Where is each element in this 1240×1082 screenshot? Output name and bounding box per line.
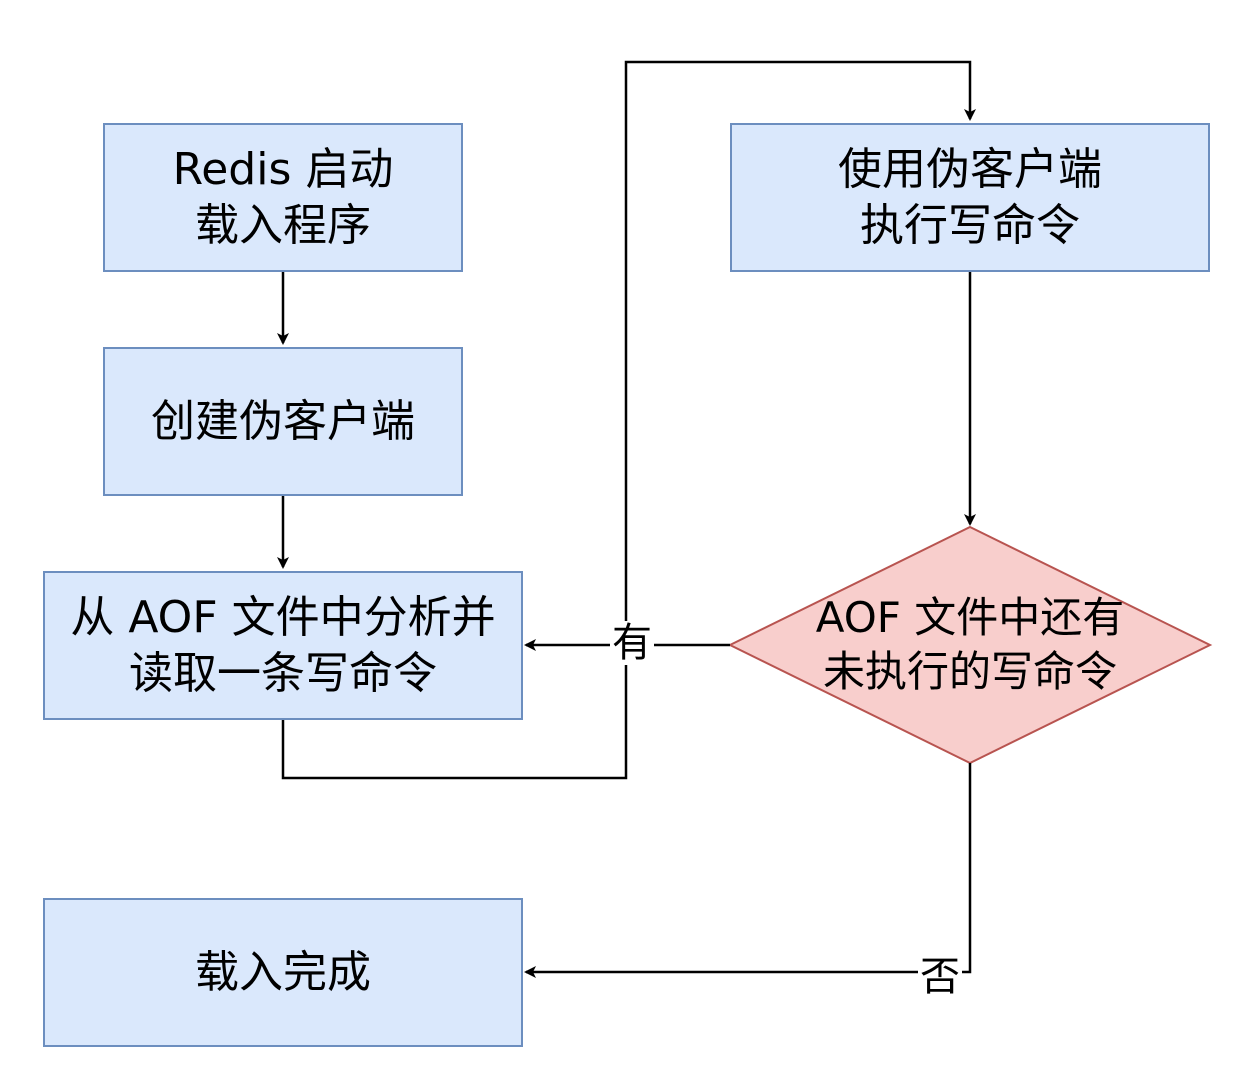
node-done-label: 载入完成: [195, 946, 371, 998]
node-start: Redis 启动 载入程序: [103, 123, 463, 272]
node-create-client: 创建伪客户端: [103, 347, 463, 496]
node-execute-command: 使用伪客户端 执行写命令: [730, 123, 1210, 272]
node-parse-command-label: 从 AOF 文件中分析并 读取一条写命令: [70, 591, 496, 699]
node-done: 载入完成: [43, 898, 523, 1047]
node-execute-command-label: 使用伪客户端 执行写命令: [838, 143, 1102, 251]
edge-parse-to-execute: [281, 60, 976, 780]
edge-decision-no: [524, 763, 972, 978]
node-parse-command: 从 AOF 文件中分析并 读取一条写命令: [43, 571, 523, 720]
edge-label-yes: 有: [610, 620, 654, 666]
node-decision-label: AOF 文件中还有 未执行的写命令: [815, 593, 1125, 696]
node-create-client-label: 创建伪客户端: [151, 395, 415, 447]
edge-label-no: 否: [918, 954, 962, 1000]
node-start-label: Redis 启动 载入程序: [172, 143, 394, 251]
